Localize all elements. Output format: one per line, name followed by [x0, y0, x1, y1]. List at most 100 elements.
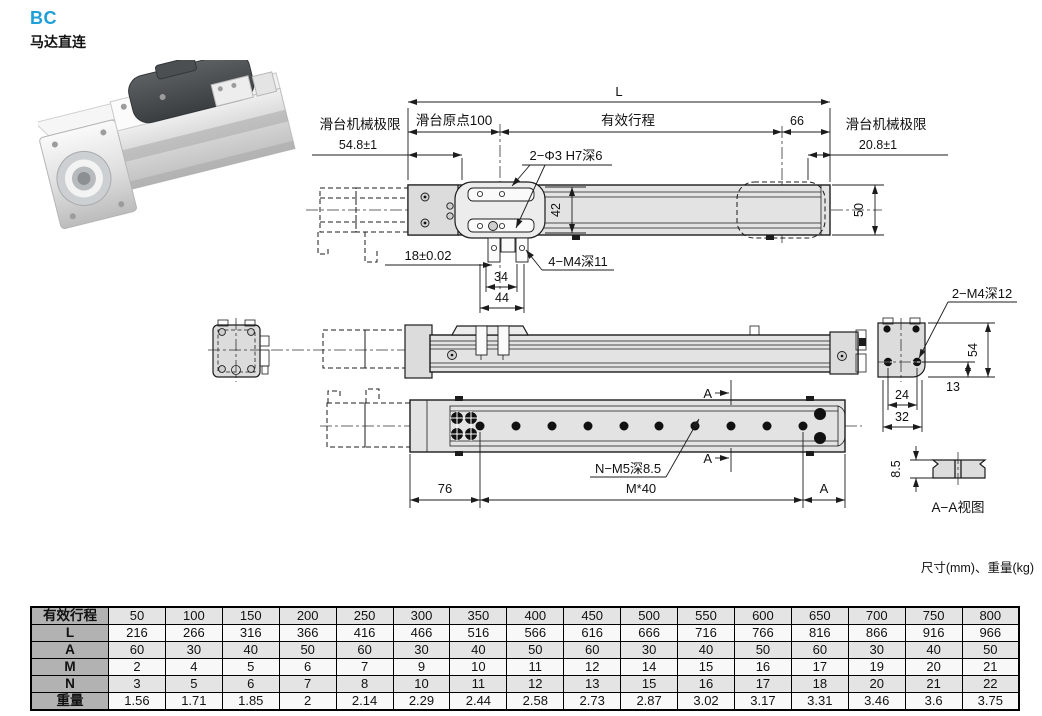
- table-cell: 30: [392, 641, 451, 659]
- table-cell: 9: [392, 658, 451, 676]
- table-cell: 2.14: [335, 692, 394, 711]
- dim-24-label: 24: [895, 388, 909, 402]
- table-cell: 21: [904, 675, 963, 693]
- table-cell: 716: [677, 624, 735, 642]
- table-cell: 16: [733, 658, 792, 676]
- table-cell: 3.31: [790, 692, 849, 711]
- table-cell: 916: [904, 624, 963, 642]
- table-cell: 13: [563, 675, 622, 693]
- table-row-label: L: [30, 624, 109, 642]
- table-cell: 12: [563, 658, 622, 676]
- section-marker-top: A: [703, 386, 712, 401]
- note-m4-side: 2−M4深12: [952, 286, 1012, 301]
- table-cell: 416: [335, 624, 394, 642]
- table-cell: 1.71: [164, 692, 223, 711]
- table-cell: 666: [620, 624, 679, 642]
- section-marker-bottom: A: [703, 451, 712, 466]
- dim-18-label: 18±0.02: [405, 248, 452, 263]
- table-cell: 300: [392, 606, 451, 625]
- table-cell: 30: [620, 641, 679, 659]
- table-cell: 450: [563, 606, 622, 625]
- table-cell: 5: [221, 658, 280, 676]
- carriage-tabs: [487, 237, 529, 263]
- dim-54-label: 54: [966, 343, 980, 357]
- table-cell: 20: [904, 658, 963, 676]
- table-cell: 15: [620, 675, 679, 693]
- table-cell: 5: [164, 675, 223, 693]
- dim-stroke-label: 有效行程: [601, 113, 655, 128]
- table-cell: 800: [961, 606, 1020, 625]
- table-cell: 16: [677, 675, 735, 693]
- table-cell: 12: [506, 675, 565, 693]
- table-cell: 60: [108, 641, 166, 659]
- table-cell: 3.17: [733, 692, 792, 711]
- side-view: 2−M4深12 54 13 24 32: [208, 286, 1017, 432]
- table-cell: 866: [847, 624, 906, 642]
- table-row-label: N: [30, 675, 109, 693]
- note-pin-holes: 2−Φ3 H7深6: [530, 148, 603, 163]
- table-cell: 60: [563, 641, 622, 659]
- table-cell: 550: [677, 606, 735, 625]
- table-cell: 15: [677, 658, 735, 676]
- dim-a-label: A: [820, 481, 829, 496]
- table-cell: 60: [790, 641, 849, 659]
- table-cell: 3.6: [904, 692, 963, 711]
- table-cell: 20: [847, 675, 906, 693]
- dim-L-label: L: [615, 84, 622, 99]
- page-header: BC 马达直连: [30, 8, 86, 52]
- dim-m40-label: M*40: [626, 481, 656, 496]
- table-cell: 1.56: [108, 692, 166, 711]
- table-cell: 250: [335, 606, 394, 625]
- table-cell: 40: [904, 641, 963, 659]
- table-cell: 50: [733, 641, 792, 659]
- table-cell: 10: [449, 658, 508, 676]
- table-cell: 17: [733, 675, 792, 693]
- table-cell: 50: [961, 641, 1020, 659]
- table-cell: 4: [164, 658, 223, 676]
- table-cell: 366: [278, 624, 337, 642]
- dim-85-label: 8.5: [889, 460, 903, 477]
- dim-76-label: 76: [438, 481, 452, 496]
- table-cell: 11: [449, 675, 508, 693]
- dim-13-label: 13: [946, 380, 960, 394]
- table-cell: 966: [961, 624, 1020, 642]
- table-cell: 40: [221, 641, 280, 659]
- note-m4-top: 4−M4深11: [548, 254, 607, 269]
- end-view-right: [855, 317, 960, 382]
- table-row-label: M: [30, 658, 109, 676]
- motor-outline-dashed: [317, 187, 409, 263]
- table-cell: 60: [335, 641, 394, 659]
- table-cell: 100: [164, 606, 223, 625]
- table-cell: 316: [221, 624, 280, 642]
- section-view-label: A−A视图: [932, 500, 985, 515]
- table-cell: 466: [392, 624, 451, 642]
- limit-right-title: 滑台机械极限: [846, 117, 927, 132]
- table-cell: 6: [221, 675, 280, 693]
- table-cell: 600: [733, 606, 792, 625]
- table-cell: 216: [108, 624, 166, 642]
- table-cell: 350: [449, 606, 508, 625]
- page-subtitle: 马达直连: [30, 34, 86, 50]
- table-cell: 616: [563, 624, 622, 642]
- bottom-view: A A N−M5深8.5 76 M*40 A: [320, 380, 862, 508]
- section-profile: [931, 459, 987, 479]
- table-cell: 700: [847, 606, 906, 625]
- dim-origin-label: 滑台原点100: [416, 113, 493, 128]
- section-view: 8.5 A−A视图: [889, 446, 987, 515]
- body-side-view: [429, 334, 859, 373]
- table-cell: 10: [392, 675, 451, 693]
- table-cell: 7: [278, 675, 337, 693]
- table-cell: 22: [961, 675, 1020, 693]
- table-cell: 2.73: [563, 692, 622, 711]
- table-cell: 19: [847, 658, 906, 676]
- dim-66-label: 66: [790, 114, 804, 128]
- table-cell: 1.85: [221, 692, 280, 711]
- table-cell: 3: [108, 675, 166, 693]
- table-cell: 816: [790, 624, 849, 642]
